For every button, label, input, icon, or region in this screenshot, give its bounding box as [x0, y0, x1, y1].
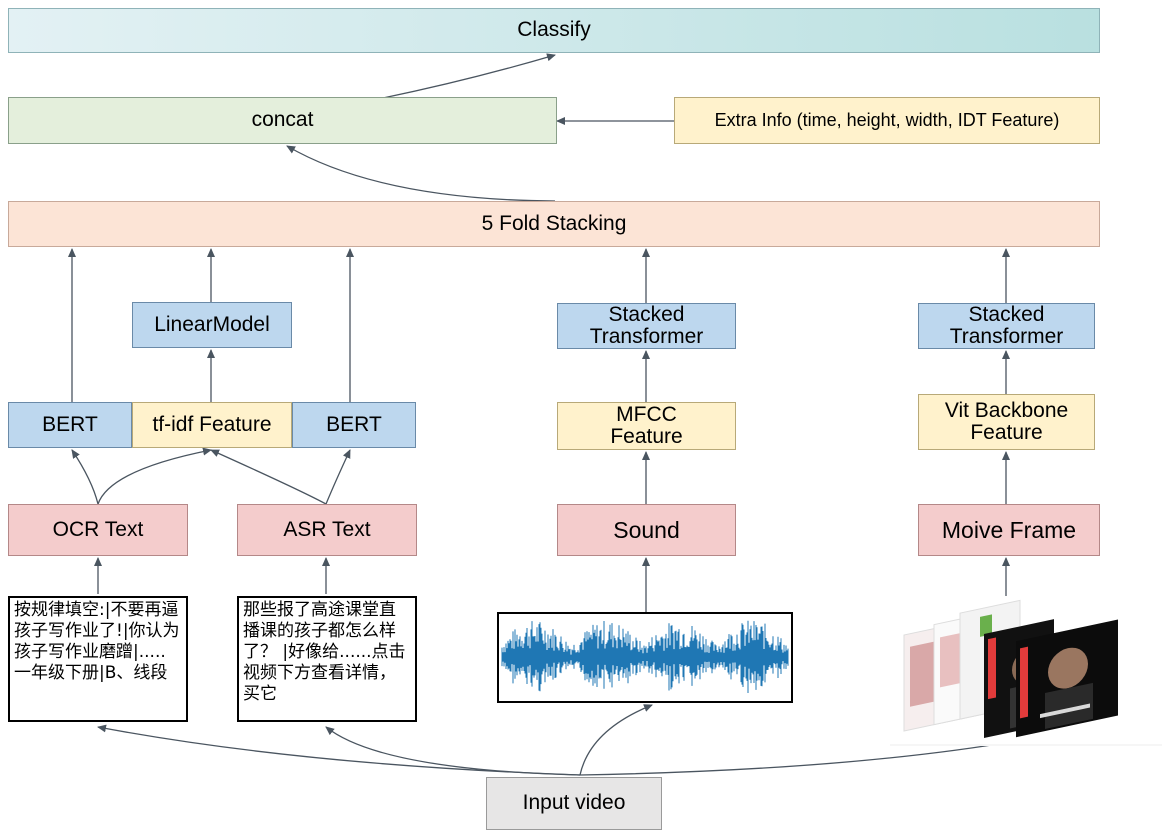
arrow-input-frames	[579, 737, 1023, 776]
arrow-ocr-tfidf	[97, 447, 212, 505]
ocr-sample-text: 按规律填空:|不要再逼孩子写作业了!|你认为孩子写作业磨蹭|.....一年级下册…	[8, 596, 188, 722]
stacking-box: 5 Fold Stacking	[8, 201, 1100, 247]
waveform-graphic	[501, 620, 789, 693]
arrow-ocr-bert	[71, 449, 99, 505]
sound-box: Sound	[557, 504, 736, 556]
extra-info-box: Extra Info (time, height, width, IDT Fea…	[674, 97, 1100, 144]
waveform-path	[501, 620, 789, 693]
arrow-stacking-concat	[286, 145, 556, 202]
arrow-input-asr	[325, 726, 581, 776]
movie-frame-box: Moive Frame	[918, 504, 1100, 556]
linear-model-box: LinearModel	[132, 302, 292, 348]
audio-waveform	[497, 612, 793, 703]
tfidf-box: tf-idf Feature	[132, 402, 292, 448]
arrow-asr-tfidf	[210, 449, 327, 505]
movie-frames-image	[890, 596, 1162, 746]
arrow-input-ocr	[97, 724, 581, 776]
arrow-concat-classify	[382, 53, 556, 99]
concat-box: concat	[8, 97, 557, 144]
ocr-text-box: OCR Text	[8, 504, 188, 556]
classify-box: Classify	[8, 8, 1100, 53]
vit-box: Vit Backbone Feature	[918, 394, 1095, 450]
arrow-input-wave	[579, 704, 653, 776]
mfcc-box: MFCC Feature	[557, 402, 736, 450]
bert-asr-box: BERT	[292, 402, 416, 448]
asr-text-box: ASR Text	[237, 504, 417, 556]
arrow-asr-bert	[325, 449, 351, 505]
input-video-box: Input video	[486, 777, 662, 830]
asr-sample-text: 那些报了高途课堂直播课的孩子都怎么样了？ |好像给......点击视频下方查看详…	[237, 596, 417, 722]
bert-ocr-box: BERT	[8, 402, 132, 448]
stacked-transformer-video-box: Stacked Transformer	[918, 303, 1095, 349]
stacked-transformer-audio-box: Stacked Transformer	[557, 303, 736, 349]
